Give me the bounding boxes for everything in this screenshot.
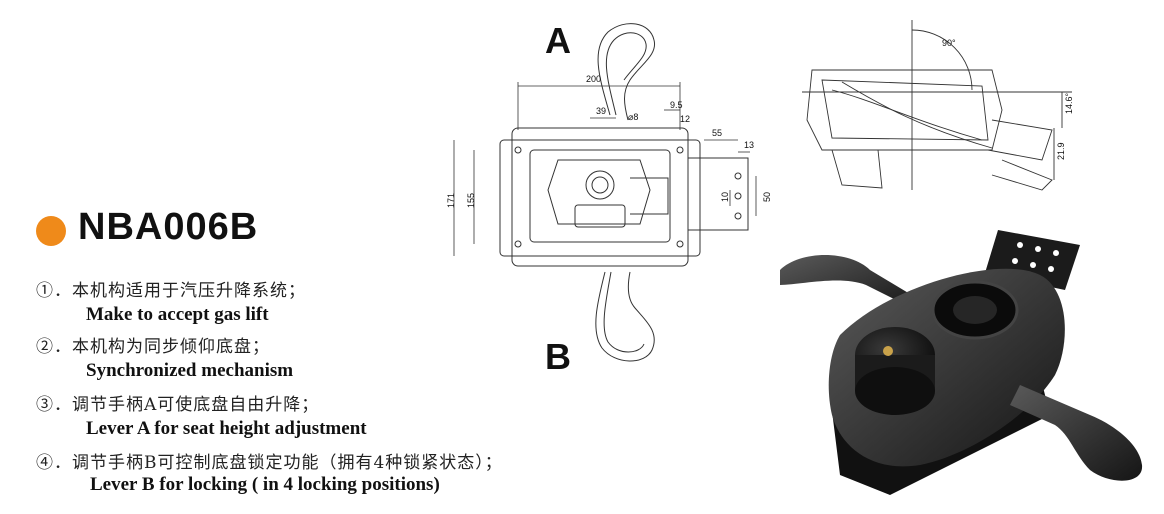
dim-171: 171: [446, 193, 456, 208]
feature-2-zh: ②．本机构为同步倾仰底盘；: [36, 337, 270, 357]
top-view-drawing: 200 39 9.5 12 ⌀8 55 13 171 155 10 50: [446, 23, 772, 362]
lever-a: [780, 255, 920, 310]
dim-13: 13: [744, 140, 754, 150]
dim-12: 12: [680, 114, 690, 124]
base-plate: [511, 127, 689, 267]
feature-2-en: Synchronized mechanism: [86, 360, 294, 381]
feature-4-en: Lever B for locking ( in 4 locking posit…: [90, 474, 440, 495]
feature-3-zh: ③．调节手柄A可使底盘自由升降；: [36, 395, 320, 415]
product-photo: [780, 230, 1143, 495]
dim-200: 200: [586, 74, 601, 84]
feature-4-zh: ④．调节手柄B可控制底盘锁定功能（拥有4种锁紧状态）；: [36, 453, 503, 473]
lever-a-label: A: [545, 20, 571, 61]
lever-b-outline: [595, 271, 655, 362]
dim-39: 39: [596, 106, 606, 116]
feature-1-zh: ①．本机构适用于汽压升降系统；: [36, 281, 306, 301]
lever-b: [1010, 385, 1143, 481]
dim-55: 55: [712, 128, 722, 138]
brand-dot: [36, 216, 66, 246]
dim-10: 10: [720, 192, 730, 202]
lever-a-outline: [597, 23, 656, 121]
side-view-drawing: 90° 14.6° 21.9: [802, 20, 1074, 191]
dim-phi8: ⌀8: [628, 112, 638, 122]
side-angle: 90°: [942, 38, 956, 48]
side-dim-14-6: 14.6°: [1064, 92, 1074, 114]
dim-50: 50: [762, 192, 772, 202]
lever-b-label: B: [545, 336, 571, 377]
feature-1-en: Make to accept gas lift: [86, 304, 269, 325]
feature-3-en: Lever A for seat height adjustment: [86, 418, 367, 439]
dim-9-5: 9.5: [670, 100, 683, 110]
right-bracket: [687, 157, 749, 231]
model-code: NBA006B: [78, 206, 259, 248]
side-dim-21-9: 21.9: [1056, 142, 1066, 160]
dim-155: 155: [466, 193, 476, 208]
